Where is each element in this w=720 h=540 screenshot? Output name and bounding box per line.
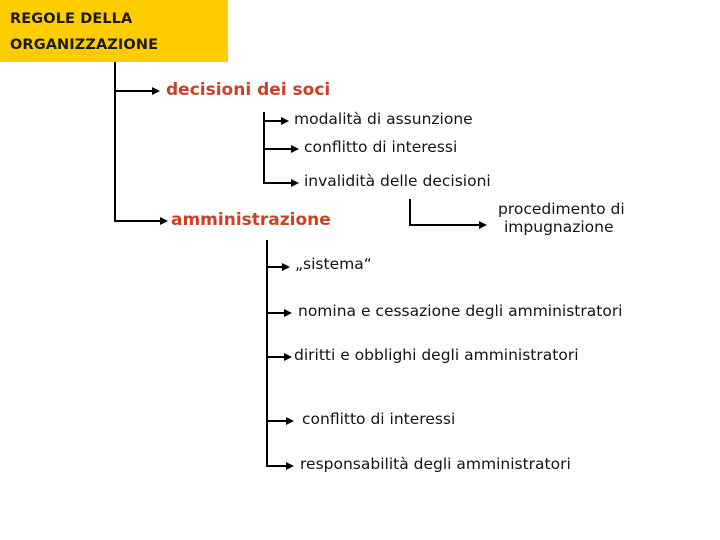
leaf-diritti-hline [266, 356, 286, 358]
title-line-1: REGOLE DELLA [10, 11, 133, 27]
subtrunk-decisioni-vline [263, 112, 265, 183]
node-procedimento-line-1: procedimento di [498, 200, 625, 218]
node-invalidita-delle-decisioni[interactable]: invalidità delle decisioni [304, 172, 491, 190]
leaf-modalita-hline [263, 120, 283, 122]
leaf-responsabilita-arrowhead [286, 461, 294, 470]
trunk-branch-decisioni-arrowhead [152, 86, 160, 95]
side-branch-impugnazione-vline [409, 199, 411, 225]
leaf-conflitto-amm-hline [266, 420, 288, 422]
title-line-2: ORGANIZZAZIONE [10, 37, 159, 53]
trunk-branch-amministrazione-arrowhead [160, 216, 168, 225]
node-nomina-e-cessazione[interactable]: nomina e cessazione degli amministratori [298, 302, 623, 320]
node-procedimento-line-2: impugnazione [504, 217, 614, 236]
side-branch-impugnazione-hline [409, 224, 481, 226]
node-conflitto-di-interessi-amministratori[interactable]: conflitto di interessi [302, 410, 456, 428]
node-procedimento-di-impugnazione[interactable]: procedimento di impugnazione [498, 200, 658, 237]
leaf-nomina-arrowhead [284, 308, 292, 317]
leaf-sistema-arrowhead [282, 262, 290, 271]
trunk-branch-decisioni-hline [114, 90, 154, 92]
leaf-conflitto-soci-hline [263, 148, 293, 150]
node-diritti-e-obblighi[interactable]: diritti e obblighi degli amministratori [294, 346, 579, 364]
side-branch-impugnazione-arrowhead [479, 220, 487, 229]
node-conflitto-di-interessi-soci[interactable]: conflitto di interessi [304, 138, 458, 156]
trunk-branch-amministrazione-hline [114, 220, 162, 222]
node-modalita-di-assunzione[interactable]: modalità di assunzione [294, 110, 473, 128]
node-sistema[interactable]: „sistema“ [295, 255, 372, 273]
leaf-modalita-arrowhead [281, 116, 289, 125]
leaf-nomina-hline [266, 312, 286, 314]
node-amministrazione[interactable]: amministrazione [171, 210, 331, 230]
leaf-responsabilita-hline [266, 465, 288, 467]
leaf-diritti-arrowhead [284, 352, 292, 361]
leaf-conflitto-soci-arrowhead [291, 144, 299, 153]
trunk-main-vline [114, 62, 116, 220]
leaf-invalidita-arrowhead [291, 178, 299, 187]
node-responsabilita-degli-amministratori[interactable]: responsabilità degli amministratori [300, 455, 571, 473]
node-decisioni-dei-soci[interactable]: decisioni dei soci [166, 80, 331, 100]
title-box: REGOLE DELLA ORGANIZZAZIONE [0, 0, 228, 62]
leaf-conflitto-amm-arrowhead [286, 416, 294, 425]
leaf-invalidita-hline [263, 182, 293, 184]
subtrunk-amministrazione-vline [266, 240, 268, 466]
leaf-sistema-hline [266, 266, 284, 268]
